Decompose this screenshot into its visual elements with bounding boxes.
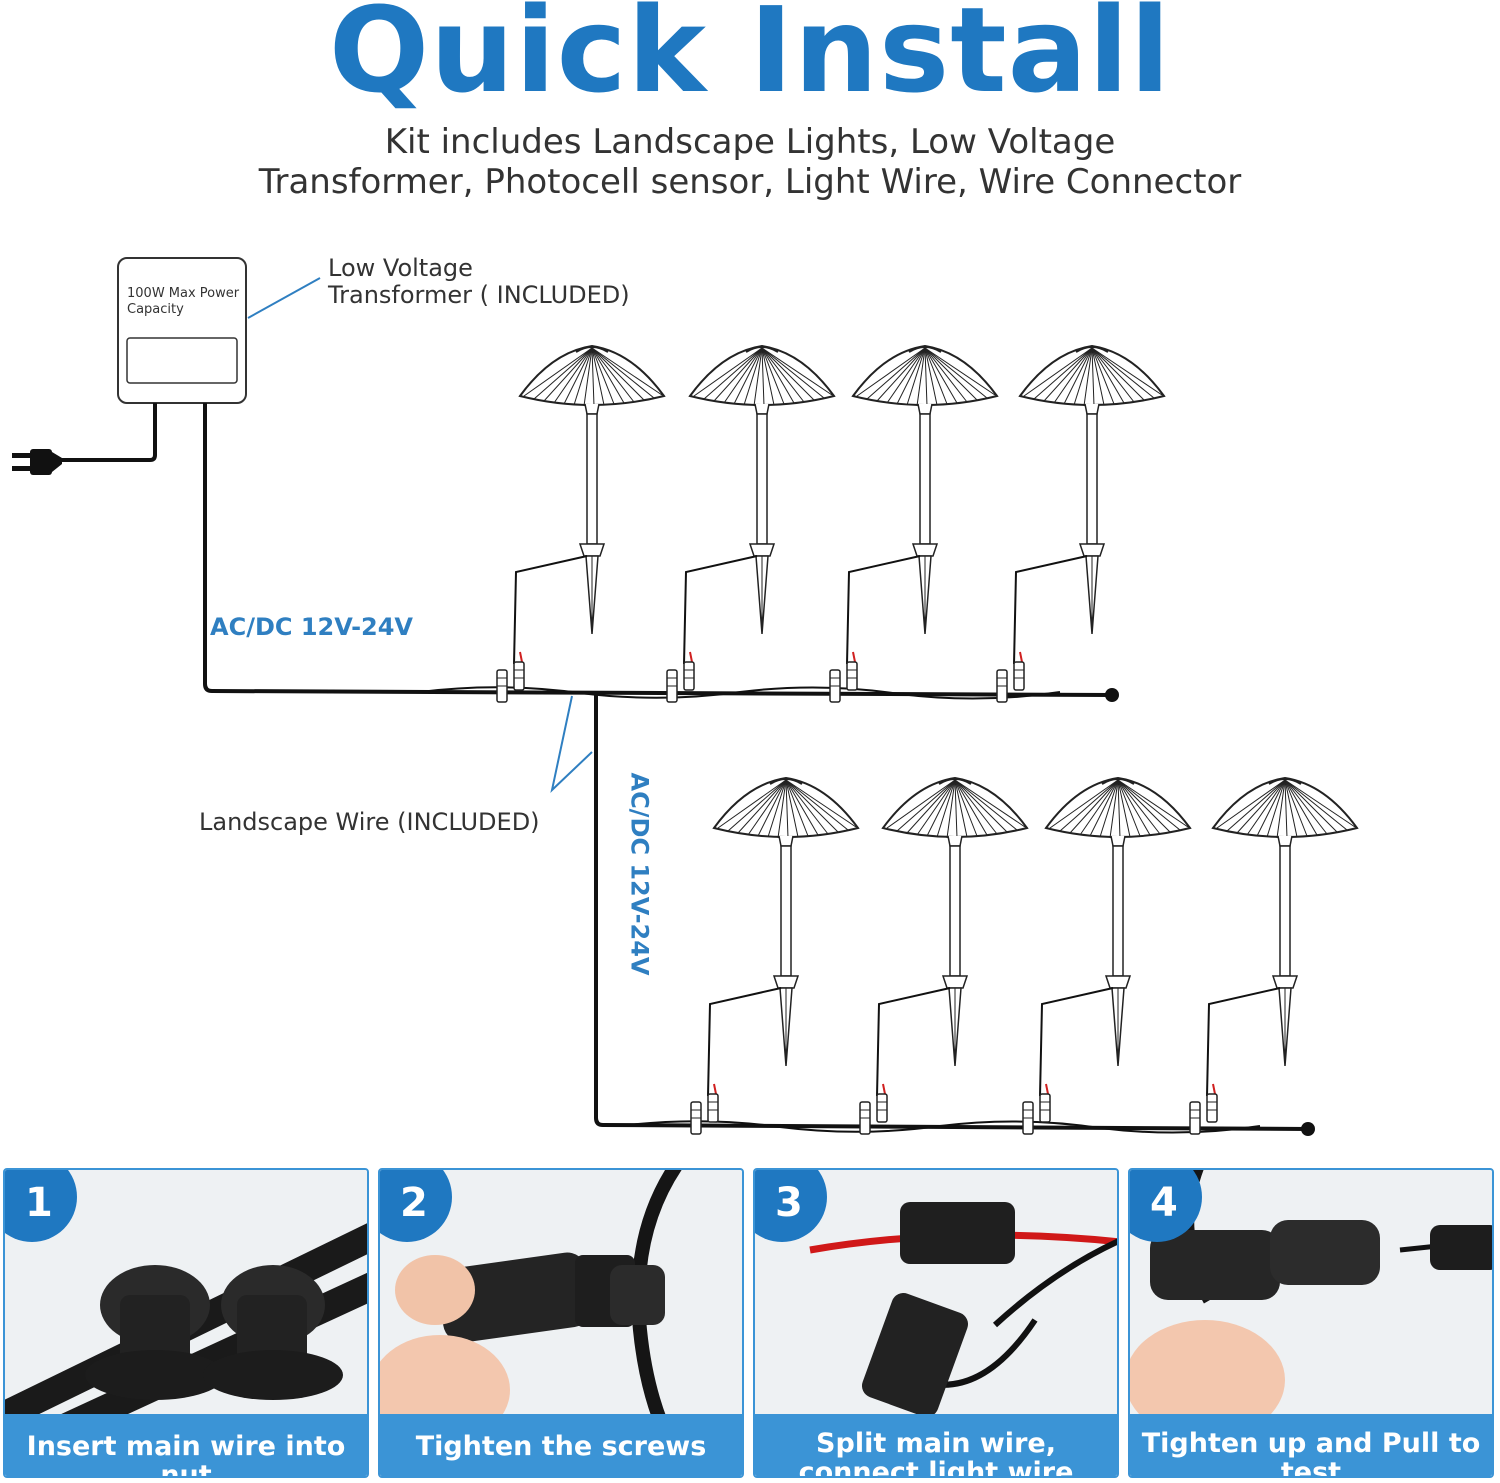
plug-icon [12,449,62,475]
transformer-callout-line2: Transformer ( INCLUDED) [328,281,630,309]
landscape-light [496,345,665,703]
light-row-bottom [690,777,1358,1135]
landscape-light [996,345,1165,703]
transformer-callout-line1: Low Voltage [328,254,473,282]
voltage-label-vertical: AC/DC 12V-24V [625,772,654,976]
step-panel-4: 4 Tighten up and Pull to test [1128,1168,1494,1478]
step-caption-2: Tighten the screws [380,1414,742,1476]
landscape-light [859,777,1028,1135]
transformer-display [126,337,238,384]
step-panel-1: 1 Insert main wire into nut [3,1168,369,1478]
main-wire-bottom [594,693,1309,1131]
landscape-light [666,345,835,703]
landscape-light [1022,777,1191,1135]
wire-callout-line [550,695,593,793]
wire-callout-label: Landscape Wire (INCLUDED) [199,808,540,836]
step-caption-3: Split main wire, connect light wire [755,1414,1117,1476]
subtitle-line-2: Transformer, Photocell sensor, Light Wir… [258,162,1242,202]
subtitle-line-1: Kit includes Landscape Lights, Low Volta… [384,122,1116,162]
landscape-light [690,777,859,1135]
main-wire-top [203,403,1113,697]
transformer-callout-line [247,277,321,319]
step-badge-2: 2 [380,1170,452,1242]
step-caption-4: Tighten up and Pull to test [1130,1414,1492,1476]
light-row-top [496,345,1165,703]
page-title: Quick Install [328,0,1172,119]
step-caption-1: Insert main wire into nut [5,1414,367,1476]
voltage-label-horizontal: AC/DC 12V-24V [210,613,414,641]
wiring-diagram [12,257,1358,1136]
step-panel-2: 2 Tighten the screws [378,1168,744,1478]
landscape-light [1189,777,1358,1135]
transformer-label: 100W Max Power Capacity [127,286,240,317]
landscape-light [829,345,998,703]
step-panel-3: 3 Split main wire, connect light wire [753,1168,1119,1478]
